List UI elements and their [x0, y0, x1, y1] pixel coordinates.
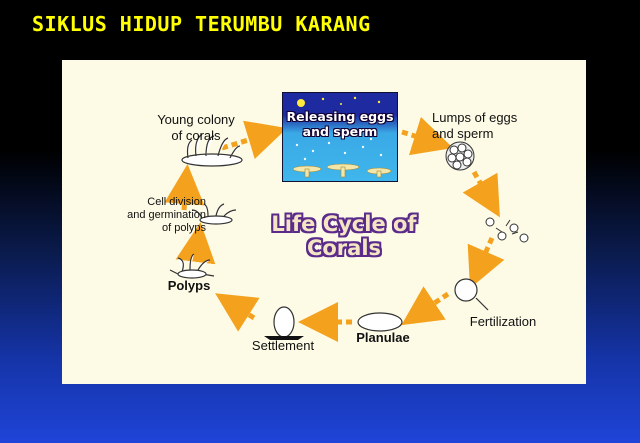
planula-icon — [357, 312, 403, 332]
dividing-polyp-icon — [191, 203, 237, 225]
eggs-sperm-icon — [485, 217, 529, 243]
settlement-label: Settlement — [251, 338, 315, 353]
cycle-graphics — [164, 116, 529, 342]
colony-label-line2: of corals — [171, 127, 221, 143]
release-scene-graphics — [292, 96, 392, 178]
arrow-eggs-to-fertilization — [467, 236, 505, 289]
lumps-label-line1: Lumps of eggs — [432, 110, 518, 125]
release-label-line2: and sperm — [302, 124, 378, 139]
release-stage-image: Releasing eggs and sperm — [282, 92, 398, 182]
arrow-settlement-to-polyps — [215, 293, 260, 332]
colony-label: Young colony of corals — [144, 112, 248, 143]
polyps-label: Polyps — [167, 278, 211, 293]
division-label: Cell division and germination of polyps — [102, 196, 206, 236]
settlement-icon — [264, 306, 304, 340]
arrow-lumps-to-eggs — [462, 170, 500, 218]
division-label-line2: and germination — [127, 209, 206, 222]
lumps-label-line2: and sperm — [432, 125, 494, 141]
release-stage-label: Releasing eggs and sperm — [283, 109, 397, 139]
arrow-polyps-to-division — [175, 222, 216, 265]
diagram-panel: Releasing eggs and sperm Life Cycle of C… — [62, 60, 586, 384]
slide-title: SIKLUS HIDUP TERUMBU KARANG — [32, 12, 371, 36]
fertilization-label: Fertilization — [469, 314, 537, 329]
arrow-fertilization-to-planulae — [401, 286, 450, 326]
division-label-line1: Cell division — [147, 196, 206, 208]
colony-label-line1: Young colony — [157, 112, 235, 127]
lumps-label: Lumps of eggs and sperm — [432, 110, 542, 141]
arrow-release-to-lumps — [401, 116, 454, 156]
planulae-label: Planulae — [356, 330, 410, 345]
division-label-line3: of polyps — [161, 222, 206, 235]
cycle-arrows — [164, 116, 505, 342]
fertilized-egg-icon — [454, 278, 489, 311]
center-title: Life Cycle of Corals — [271, 212, 417, 260]
egg-lump-icon — [445, 141, 475, 171]
young-colony-icon — [181, 133, 243, 167]
arrow-division-to-colony — [164, 164, 205, 211]
arrow-colony-to-release — [221, 120, 288, 159]
release-label-line1: Releasing eggs — [286, 109, 394, 124]
polyp-icon — [169, 253, 215, 279]
